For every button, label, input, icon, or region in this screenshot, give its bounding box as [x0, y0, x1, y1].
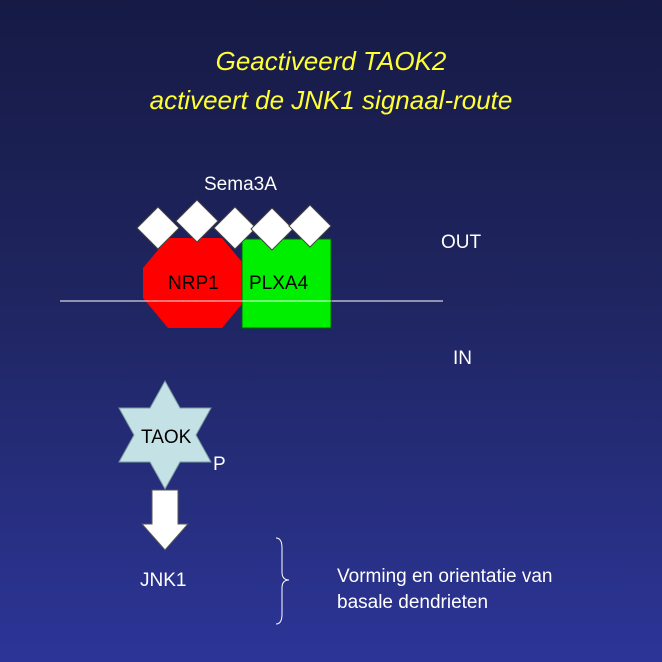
sema3a-ligand [250, 207, 294, 251]
phospho-label: P [213, 454, 226, 475]
out-label: OUT [441, 232, 482, 253]
in-label: IN [453, 348, 472, 369]
sema3a-ligand [136, 206, 180, 250]
sema3a-ligands [136, 199, 332, 251]
jnk1-label: JNK1 [140, 570, 187, 591]
plxa4-label: PLXA4 [249, 273, 309, 294]
title-line-1: Geactiveerd TAOK2 [215, 46, 447, 76]
title-line-2: activeert de JNK1 signaal-route [149, 85, 513, 115]
activation-arrow [140, 489, 190, 551]
taok-label: TAOK [141, 427, 192, 448]
nrp1-receptor-shape [143, 238, 247, 328]
outcome-label-line-1: Vorming en orientatie van [337, 566, 553, 587]
sema3a-ligand [213, 206, 257, 250]
sema3a-label: Sema3A [204, 174, 277, 195]
sema3a-ligand [175, 199, 219, 243]
outcome-label-line-2: basale dendrieten [337, 592, 489, 613]
nrp1-label: NRP1 [168, 273, 219, 294]
plxa4-receptor-shape [241, 238, 332, 329]
outcome-bracket [275, 537, 290, 625]
taok-kinase-shape [118, 379, 212, 491]
sema3a-ligand [288, 204, 332, 248]
